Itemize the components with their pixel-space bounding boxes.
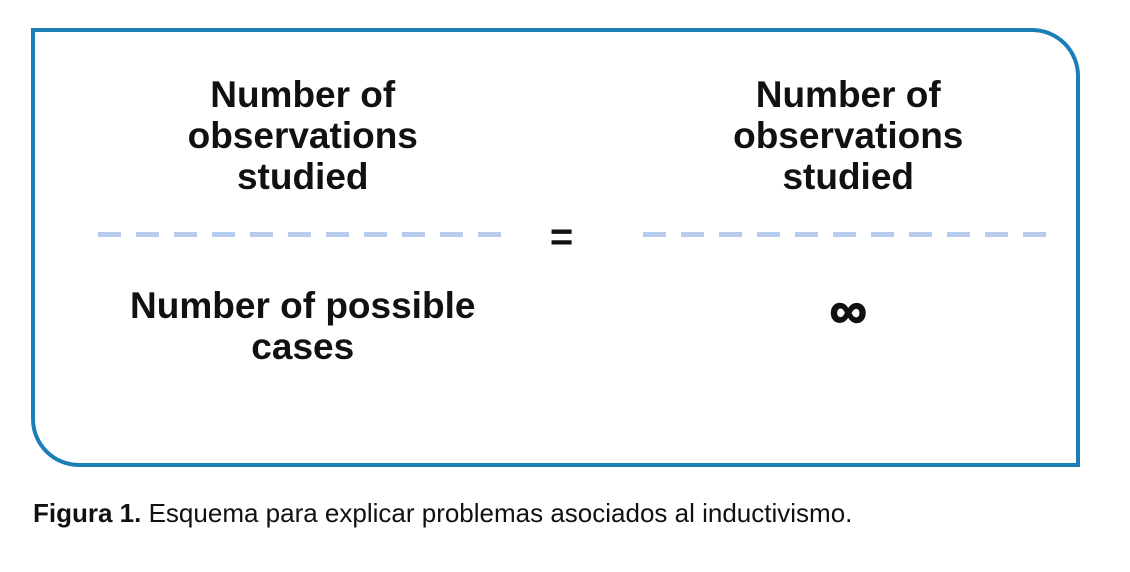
caption-text: Esquema para explicar problemas asociado… [148,498,853,528]
fraction-right-numerator: Number of observations studied [733,74,964,197]
formula-box: Number of observations studied Number of… [31,28,1080,467]
fraction-left: Number of observations studied Number of… [75,74,531,367]
equation: Number of observations studied Number of… [35,32,1076,463]
infinity-symbol: ∞ [829,282,868,340]
fraction-left-denominator: Number of possible cases [130,285,476,367]
equals-sign: = [549,215,574,259]
fraction-left-numerator: Number of observations studied [187,74,418,197]
fraction-left-bar [97,232,508,237]
fraction-right-bar [643,232,1054,237]
fraction-right: Number of observations studied ∞ [621,74,1077,340]
figure-caption: Figura 1. Esquema para explicar problema… [33,496,852,530]
caption-label: Figura 1. [33,498,142,528]
